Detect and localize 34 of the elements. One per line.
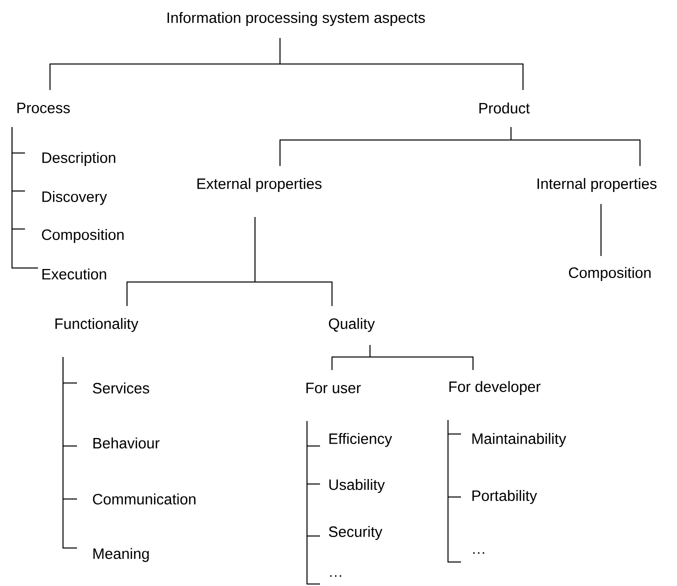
tree-connector	[306, 420, 320, 584]
tree-label: Description	[42, 152, 116, 166]
tree-label: Process	[17, 102, 70, 114]
tree-connector	[254, 216, 332, 306]
tree-label: Internal properties	[538, 178, 657, 192]
tree-label: Information processing system aspects	[168, 12, 425, 26]
tree-label: Communication	[92, 493, 196, 504]
tree-connector	[62, 356, 78, 548]
tree-label: Discovery	[42, 191, 107, 205]
tree-label: Security	[328, 526, 382, 540]
tree-label: Meaning	[93, 548, 149, 562]
tree-connector	[370, 344, 474, 370]
tree-connector	[600, 204, 602, 256]
tree-label: Composition	[568, 267, 651, 281]
tree-label: Services	[92, 382, 150, 394]
tree-connector	[12, 126, 38, 268]
tree-connector	[280, 38, 524, 90]
tree-label: Usability	[329, 479, 385, 493]
tree-label: Behaviour	[93, 437, 160, 448]
tree-label: Efficiency	[329, 433, 392, 447]
tree-label: …	[330, 575, 342, 577]
tree-label: For developer	[449, 381, 540, 395]
tree-label: Composition	[42, 229, 124, 243]
tree-label: External properties	[197, 178, 322, 192]
tree-connector	[510, 126, 640, 166]
tree-label: Quality	[328, 318, 375, 332]
tree-label: Portability	[472, 490, 538, 504]
tree-label: Product	[479, 102, 530, 114]
tree-connector	[448, 420, 462, 562]
tree-label: …	[473, 552, 484, 554]
tree-label: Execution	[42, 268, 106, 280]
tree-label: For user	[306, 382, 361, 394]
tree-label: Maintainability	[472, 433, 566, 447]
tree-label: Functionality	[55, 318, 138, 332]
